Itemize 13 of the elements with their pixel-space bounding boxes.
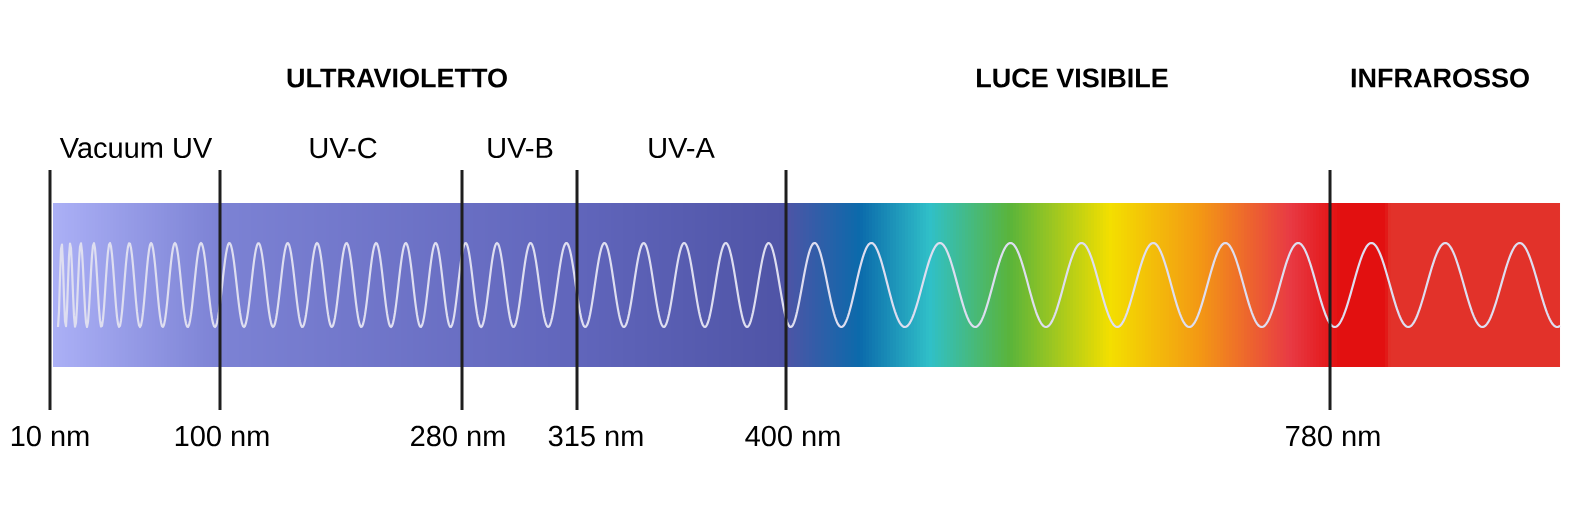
- region-label: ULTRAVIOLETTO: [287, 68, 507, 88]
- wavelength-label: 10 nm: [11, 425, 89, 447]
- region-label: LUCE VISIBILE: [977, 68, 1168, 88]
- wavelength-label: 100 nm: [175, 425, 269, 447]
- band-label: Vacuum UV: [59, 137, 213, 159]
- band-label: UV-B: [488, 137, 553, 159]
- region-label: INFRAROSSO: [1351, 68, 1529, 88]
- wavelength-label: 315 nm: [548, 425, 643, 447]
- band-label: UV-A: [649, 137, 715, 159]
- wavelength-label: 780 nm: [1286, 425, 1380, 447]
- wavelength-label: 400 nm: [745, 425, 840, 447]
- wavelength-label: 280 nm: [411, 425, 505, 447]
- band-label: UV-C: [310, 137, 377, 159]
